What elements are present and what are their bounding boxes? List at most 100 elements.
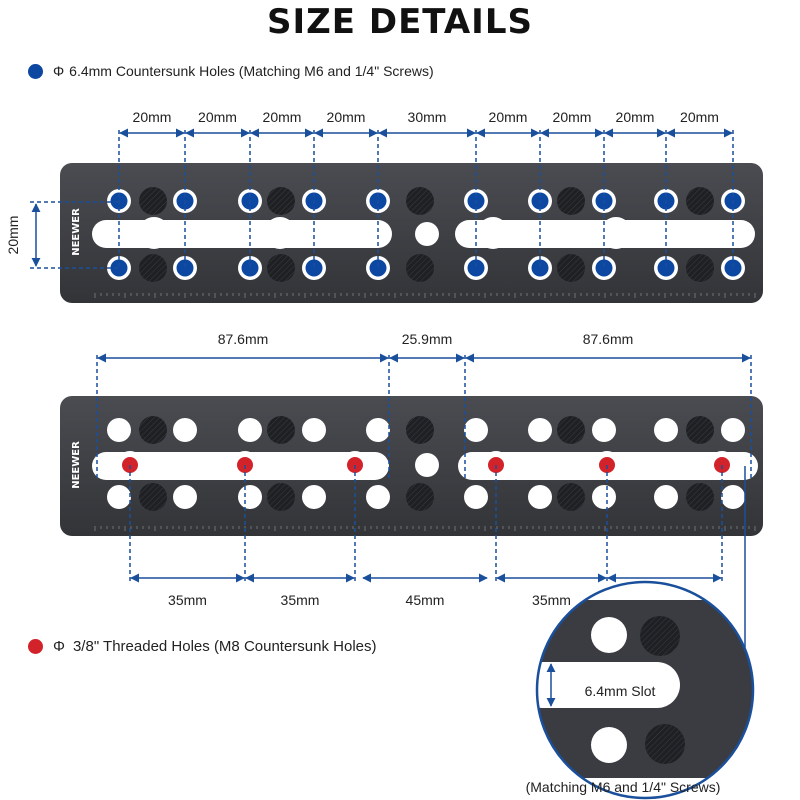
dim-label: 35mm [281, 592, 320, 608]
dimensions-upper-plate2: 87.6mm 25.9mm 87.6mm [96, 331, 752, 480]
white-hole [654, 418, 678, 442]
dim-label: 45mm [406, 592, 445, 608]
detail-hole-bottom [591, 727, 627, 763]
slot-lobe [600, 217, 632, 249]
knurl-hole [139, 187, 167, 215]
knurl-hole [686, 483, 714, 511]
blue-hole [241, 259, 259, 277]
white-hole [302, 485, 326, 509]
knurl-hole [139, 254, 167, 282]
dim-label: 20mm [327, 109, 366, 125]
detail-caption: (Matching M6 and 1/4" Screws) [526, 779, 721, 795]
detail-zoom [537, 582, 753, 798]
legend-blue-symbol: Φ [53, 63, 65, 79]
red-dot-icon [28, 639, 43, 654]
knurl-hole [406, 187, 434, 215]
plate-top-holes [92, 187, 755, 282]
dim-label: 20mm [553, 109, 592, 125]
legend-red: Φ 3/8" Threaded Holes (M8 Countersunk Ho… [28, 638, 377, 655]
dim-label: 20mm [133, 109, 172, 125]
knurl-hole [267, 187, 295, 215]
center-hole [415, 453, 439, 477]
blue-hole [657, 259, 675, 277]
knurl-hole [686, 187, 714, 215]
brand-logo-top: NEEWER [71, 208, 82, 256]
slot-lobe [138, 217, 170, 249]
white-hole [654, 485, 678, 509]
white-hole [528, 485, 552, 509]
legend-red-text: 3/8" Threaded Holes (M8 Countersunk Hole… [72, 638, 377, 655]
dim-label: 20mm [489, 109, 528, 125]
legend-blue: Φ 6.4mm Countersunk Holes (Matching M6 a… [28, 63, 434, 79]
detail-ring [535, 580, 755, 800]
knurl-hole [267, 416, 295, 444]
blue-dot-icon [28, 63, 43, 79]
dim-label: 20mm [616, 109, 655, 125]
knurl-hole [139, 483, 167, 511]
dimension-side: 20mm [5, 201, 118, 269]
white-hole [464, 418, 488, 442]
blue-hole [595, 259, 613, 277]
white-hole [366, 418, 390, 442]
blue-hole [531, 259, 549, 277]
white-hole [366, 485, 390, 509]
white-hole [464, 485, 488, 509]
dim-label: 87.6mm [218, 331, 269, 347]
knurl-hole [267, 483, 295, 511]
slot-left [92, 220, 392, 248]
blue-hole [110, 259, 128, 277]
white-hole [238, 418, 262, 442]
dimensions-lower-plate2: 35mm35mm45mm35mm35mm [129, 465, 723, 608]
white-hole [528, 418, 552, 442]
dim-label: 20mm [680, 109, 719, 125]
knurl-hole [557, 483, 585, 511]
knurl-hole [686, 416, 714, 444]
detail-hole-top [591, 617, 627, 653]
plate-top: NEEWER [60, 163, 763, 303]
knurl-hole [557, 416, 585, 444]
plate-top-scale [94, 293, 756, 298]
side-dim-label: 20mm [5, 216, 21, 255]
white-hole [721, 485, 745, 509]
legend-blue-text: 6.4mm Countersunk Holes (Matching M6 and… [69, 63, 434, 79]
white-hole [238, 485, 262, 509]
brand-logo-bottom: NEEWER [71, 441, 82, 489]
knurl-hole [686, 254, 714, 282]
knurl-hole [557, 187, 585, 215]
plate-bottom: NEEWER [60, 396, 763, 536]
white-hole [173, 418, 197, 442]
slot-lobe [264, 217, 296, 249]
page-title: SIZE DETAILS [267, 2, 533, 42]
plate-bottom-scale [94, 526, 756, 531]
white-hole [302, 418, 326, 442]
white-hole [107, 485, 131, 509]
detail-knurl-top [640, 616, 680, 656]
detail-callout: 6.4mm Slot (Matching M6 and 1/4" Screws) [526, 466, 755, 800]
white-hole [592, 418, 616, 442]
dim-label: 30mm [408, 109, 447, 125]
detail-knurl-bottom [645, 724, 685, 764]
blue-hole [305, 259, 323, 277]
dim-label: 87.6mm [583, 331, 634, 347]
dim-label: 35mm [168, 592, 207, 608]
knurl-hole [557, 254, 585, 282]
legend-red-symbol: Φ [53, 638, 65, 655]
blue-hole [724, 259, 742, 277]
white-hole [173, 485, 197, 509]
center-hole [415, 222, 439, 246]
white-hole [107, 418, 131, 442]
dim-label: 20mm [263, 109, 302, 125]
detail-slot [537, 662, 680, 708]
plate-top-body [60, 163, 763, 303]
blue-hole [369, 259, 387, 277]
white-hole [592, 485, 616, 509]
knurl-hole [406, 483, 434, 511]
white-hole [721, 418, 745, 442]
dim-label: 35mm [532, 592, 571, 608]
plate-bottom-holes [92, 416, 758, 511]
knurl-hole [406, 416, 434, 444]
knurl-hole [139, 416, 167, 444]
dim-label: 25.9mm [402, 331, 453, 347]
